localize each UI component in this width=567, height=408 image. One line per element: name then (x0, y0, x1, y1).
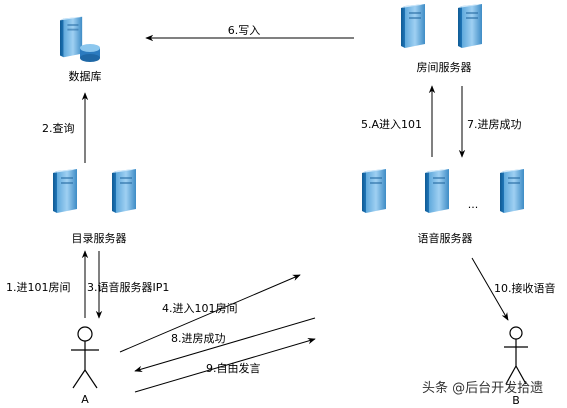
room-server-label: 房间服务器 (417, 61, 472, 74)
room-server-node: 房间服务器 (401, 4, 482, 74)
voice-server-icon-1 (362, 169, 386, 213)
voice-server-label: 语音服务器 (418, 231, 473, 245)
directory-server-node: 目录服务器 (53, 169, 136, 245)
database-cylinder-icon (80, 44, 100, 62)
edge-3-label: 3.语音服务器IP1 (87, 280, 169, 294)
voice-server-icon-3 (500, 169, 524, 213)
edge-10-label: 10.接收语音 (494, 281, 556, 295)
edge-8-label: 8.进房成功 (171, 332, 226, 345)
edge-4-line (119, 274, 301, 353)
edge-6-label: 6.写入 (228, 24, 261, 37)
directory-server-label: 目录服务器 (72, 232, 127, 245)
edge-4-label: 4.进入101房间 (162, 302, 238, 315)
edge-9-line (134, 337, 316, 393)
edge-7-label: 7.进房成功 (467, 118, 522, 131)
watermark-text: 头条 @后台开发拾遗 (422, 380, 543, 396)
edge-5-label: 5.A进入101 (361, 118, 422, 131)
user-b-node (504, 326, 528, 385)
user-b-head (509, 326, 523, 340)
edge-2-label: 2.查询 (42, 121, 75, 135)
user-a-node (71, 326, 99, 389)
directory-server-icon-1 (53, 169, 77, 213)
edge-1-label: 1.进101房间 (6, 281, 71, 294)
database-label: 数据库 (69, 69, 102, 83)
directory-server-icon-2 (112, 169, 136, 213)
voice-server-icon-2 (425, 169, 449, 213)
edge-9-label: 9.自由发言 (206, 361, 261, 375)
database-node: 数据库 (60, 16, 102, 83)
voice-server-ellipsis: ... (468, 198, 479, 211)
user-a-label: A (81, 393, 89, 406)
room-server-icon-2 (458, 4, 482, 48)
room-server-icon-1 (401, 4, 425, 48)
user-b-label: B (512, 394, 520, 407)
voice-server-node: ... 语音服务器 (362, 169, 524, 245)
edge-8-line (134, 317, 316, 373)
database-server-icon (60, 16, 83, 58)
edge-10-line (471, 257, 509, 321)
user-a-head (77, 326, 93, 342)
